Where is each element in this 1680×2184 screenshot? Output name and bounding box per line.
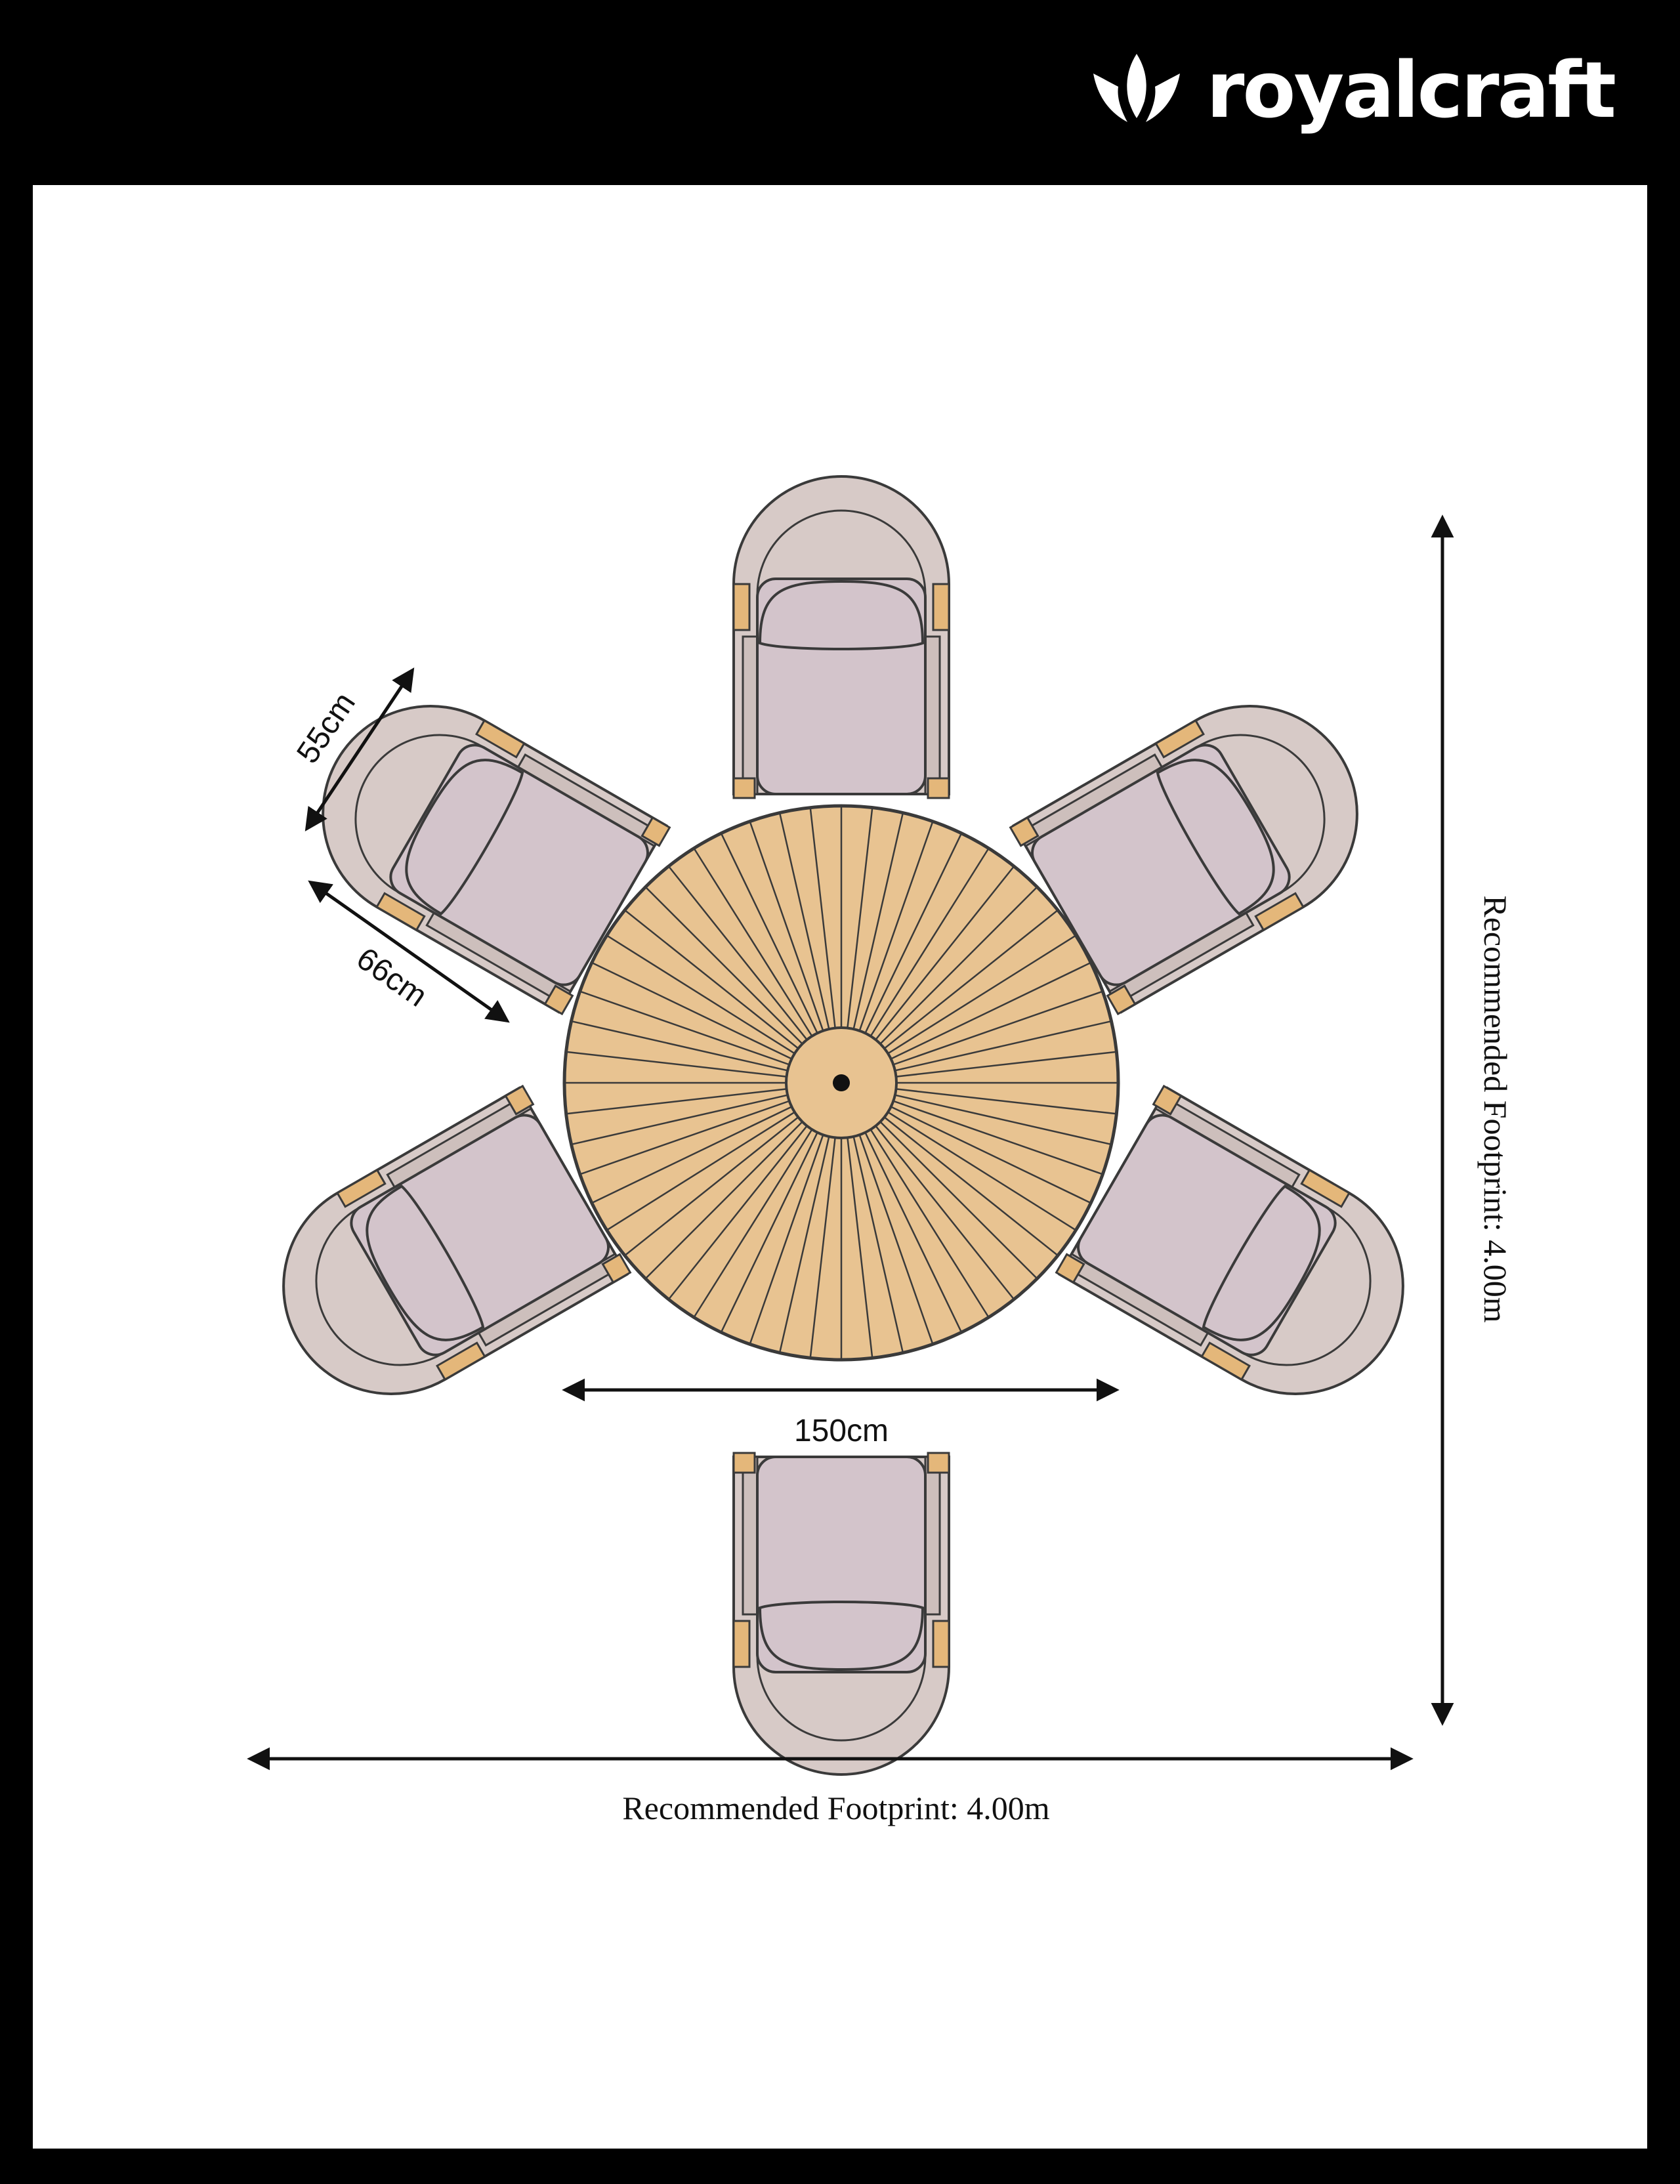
table-slat-line bbox=[669, 866, 808, 1041]
table-slat-line bbox=[858, 822, 933, 1032]
header-bar: royalcraft bbox=[0, 0, 1680, 185]
table-slat-line bbox=[581, 991, 790, 1066]
table-slat-line bbox=[891, 1106, 1090, 1204]
table-slat-line bbox=[625, 910, 799, 1049]
table-slat-line bbox=[646, 1121, 803, 1278]
table-slat-line bbox=[607, 935, 795, 1055]
table-slat-line bbox=[852, 814, 904, 1030]
table-slat-line bbox=[572, 1094, 788, 1145]
table-slat-line bbox=[870, 849, 989, 1037]
table-slat-line bbox=[749, 1134, 824, 1343]
table-slat-line bbox=[879, 1121, 1037, 1278]
table-slat-line bbox=[593, 1106, 792, 1204]
table-slat-line bbox=[607, 1111, 795, 1230]
table-slat-line bbox=[858, 1134, 933, 1343]
table-slat-line bbox=[593, 962, 792, 1060]
table-slat-line bbox=[567, 1088, 787, 1115]
table-slat-line bbox=[809, 808, 836, 1028]
footprint-horizontal-dimension: Recommended Footprint: 4.00m bbox=[247, 1747, 1414, 1826]
table-slat-line bbox=[646, 887, 803, 1045]
table-slat-line bbox=[694, 1129, 813, 1317]
table-slat-line bbox=[892, 991, 1102, 1066]
footprint-horizontal-label: Recommended Footprint: 4.00m bbox=[622, 1790, 1049, 1826]
footprint-vertical-dimension: Recommended Footprint: 4.00m bbox=[1431, 514, 1514, 1726]
table-slat-line bbox=[875, 866, 1014, 1041]
table-slat-line bbox=[625, 1116, 799, 1255]
table-slat-line bbox=[883, 910, 1058, 1049]
lotus-flame-logo-icon bbox=[1093, 54, 1181, 122]
brand-logo: royalcraft bbox=[1091, 41, 1616, 139]
table-slat-line bbox=[892, 1100, 1102, 1175]
chair-top bbox=[732, 475, 950, 799]
chair-depth-label: 66cm bbox=[350, 941, 434, 1014]
brand-name: royalcraft bbox=[1206, 45, 1616, 135]
footprint-vertical-label: Recommended Footprint: 4.00m bbox=[1477, 895, 1514, 1322]
table-slat-line bbox=[864, 834, 962, 1034]
table-slat-line bbox=[779, 1136, 830, 1352]
table-slat-line bbox=[875, 1125, 1014, 1299]
table-slat-line bbox=[779, 814, 830, 1030]
table-diameter-label: 150cm bbox=[794, 1414, 889, 1448]
table-slat-line bbox=[749, 822, 824, 1032]
table-slat-line bbox=[887, 935, 1076, 1055]
parasol-hole bbox=[833, 1074, 850, 1091]
table-slat-line bbox=[721, 834, 818, 1034]
table-slat-line bbox=[896, 1088, 1116, 1115]
table-slat-line bbox=[669, 1125, 808, 1299]
table-slat-line bbox=[891, 962, 1090, 1060]
table-diameter-dimension: 150cm bbox=[562, 1378, 1120, 1448]
chair-bottom bbox=[732, 1452, 950, 1776]
table-slat-line bbox=[894, 1094, 1110, 1145]
table-slat-line bbox=[887, 1111, 1076, 1230]
table-slat-line bbox=[852, 1136, 904, 1352]
table-slat-line bbox=[694, 849, 813, 1037]
table-slat-line bbox=[847, 1137, 873, 1357]
table-slat-line bbox=[894, 1020, 1110, 1072]
round-table bbox=[562, 804, 1120, 1362]
table-slat-line bbox=[847, 808, 873, 1028]
table-slat-line bbox=[896, 1051, 1116, 1078]
table-slat-line bbox=[809, 1137, 836, 1357]
table-slat-line bbox=[864, 1132, 962, 1332]
table-slat-line bbox=[870, 1129, 989, 1317]
table-slat-line bbox=[721, 1132, 818, 1332]
table-slat-line bbox=[581, 1100, 790, 1175]
table-slat-line bbox=[879, 887, 1037, 1045]
table-slat-line bbox=[567, 1051, 787, 1078]
table-slat-line bbox=[572, 1020, 788, 1072]
table-slat-line bbox=[883, 1116, 1058, 1255]
